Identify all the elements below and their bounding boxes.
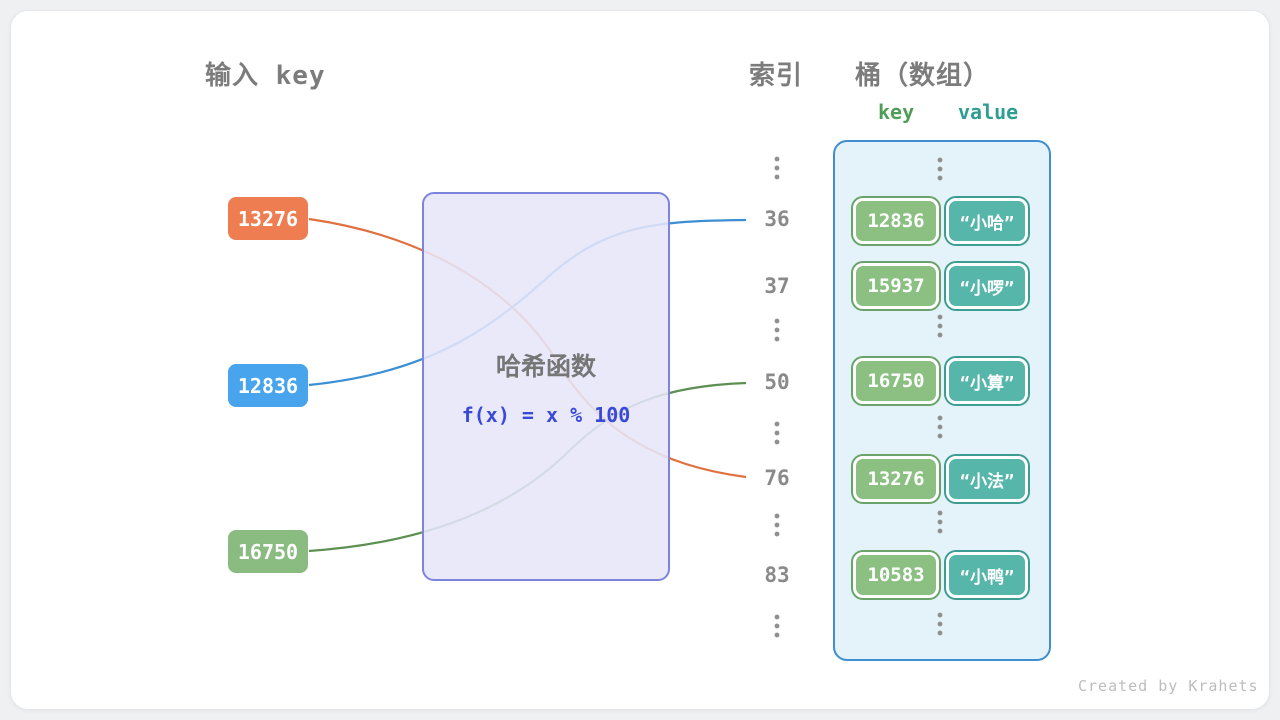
bucket-key-cell: 12836 <box>853 198 939 244</box>
vertical-dots-icon <box>937 414 943 440</box>
index-value-50: 50 <box>764 370 790 394</box>
vertical-dots-icon <box>774 613 780 639</box>
vertical-dots-icon <box>937 611 943 637</box>
bucket-key-label: key <box>878 100 915 124</box>
bucket-value-cell: “小哈” <box>946 198 1028 244</box>
bucket-row: 15937 “小啰” <box>853 263 1028 309</box>
vertical-dots-icon <box>774 155 780 181</box>
bucket-value-cell: “小算” <box>946 358 1028 404</box>
index-value-76: 76 <box>764 466 790 490</box>
index-column-title: 索引 <box>749 61 804 91</box>
bucket-row: 12836 “小哈” <box>853 198 1028 244</box>
bucket-key-cell: 13276 <box>853 456 939 502</box>
index-value-37: 37 <box>764 274 790 298</box>
index-value-83: 83 <box>764 563 790 587</box>
hash-function-title: 哈希函数 <box>495 351 596 381</box>
input-key-box-13276: 13276 <box>228 197 308 240</box>
bucket-row: 10583 “小鸭” <box>853 552 1028 598</box>
hash-function-box: 哈希函数 f(x) = x % 100 <box>422 192 670 581</box>
vertical-dots-icon <box>774 512 780 538</box>
index-value-36: 36 <box>764 207 790 231</box>
bucket-value-cell: “小法” <box>946 456 1028 502</box>
bucket-key-cell: 15937 <box>853 263 939 309</box>
vertical-dots-icon <box>937 509 943 535</box>
vertical-dots-icon <box>937 156 943 182</box>
bucket-key-cell: 10583 <box>853 552 939 598</box>
hash-function-formula: f(x) = x % 100 <box>461 402 631 427</box>
input-key-box-12836: 12836 <box>228 364 308 407</box>
input-key-title: 输入 key <box>205 61 326 91</box>
bucket-row: 13276 “小法” <box>853 456 1028 502</box>
bucket-value-cell: “小啰” <box>946 263 1028 309</box>
credit-text: Created by Krahets <box>1078 677 1259 695</box>
bucket-column-title: 桶（数组） <box>855 61 991 91</box>
bucket-key-cell: 16750 <box>853 358 939 404</box>
vertical-dots-icon <box>937 313 943 339</box>
vertical-dots-icon <box>774 420 780 446</box>
bucket-value-cell: “小鸭” <box>946 552 1028 598</box>
bucket-row: 16750 “小算” <box>853 358 1028 404</box>
input-key-box-16750: 16750 <box>228 530 308 573</box>
vertical-dots-icon <box>774 317 780 343</box>
bucket-value-label: value <box>958 100 1019 124</box>
